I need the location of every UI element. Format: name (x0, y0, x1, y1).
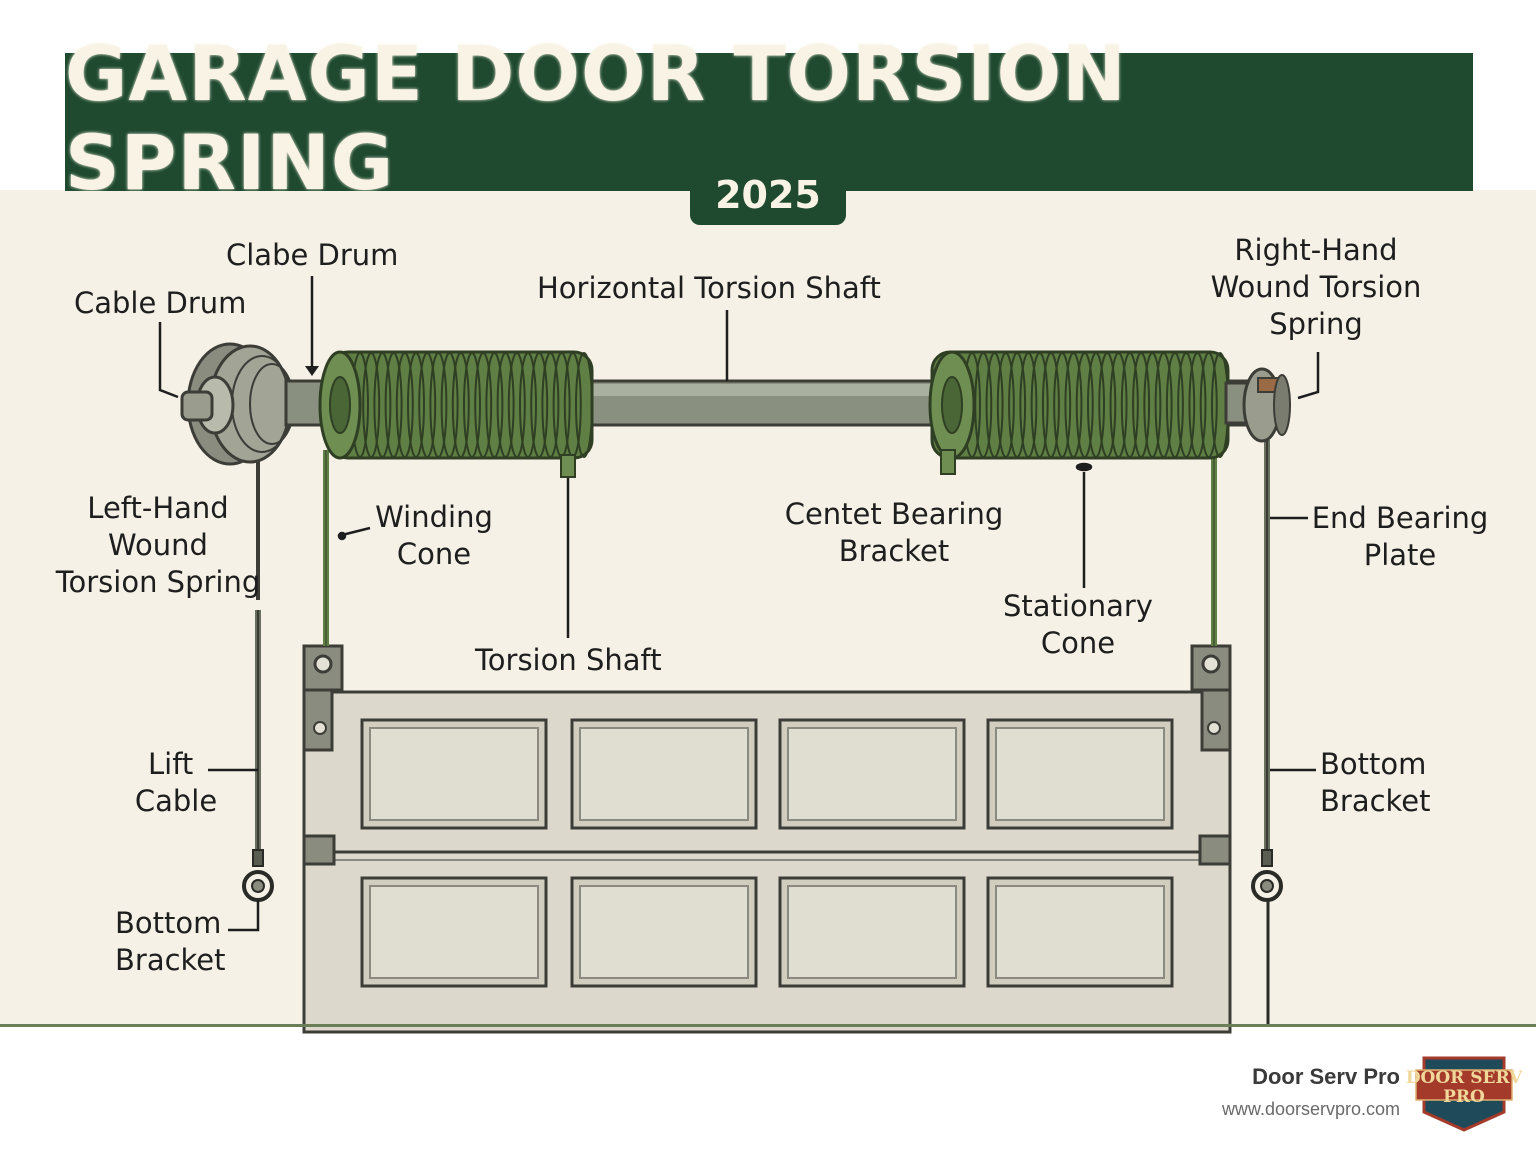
label-bottom-bracket-right: Bottom Bracket (1320, 747, 1431, 818)
right-torsion-spring (928, 350, 1230, 475)
door-panel (986, 718, 1174, 830)
label-right-hand-spring: Right-Hand Wound Torsion Spring (1210, 233, 1422, 341)
year-label: 2025 (715, 173, 821, 217)
label-center-bearing-bracket: Centet Bearing Bracket (784, 497, 1004, 568)
end-bearing-right (1224, 367, 1291, 443)
label-bottom-bracket-left: Bottom Bracket (115, 906, 226, 977)
outer-cables (242, 440, 1283, 1026)
door-panel (778, 718, 966, 830)
label-clabe-drum: Clabe Drum (226, 238, 399, 272)
title-banner: GARAGE DOOR TORSION SPRING (65, 29, 1473, 207)
leader-lines (158, 276, 1320, 932)
door-panel (778, 876, 966, 988)
label-horizontal-torsion-shaft: Horizontal Torsion Shaft (537, 271, 881, 305)
door-side-brackets (302, 644, 1232, 866)
door-panel (570, 876, 758, 988)
label-winding-cone: Winding Cone (375, 500, 493, 571)
door-panel (570, 718, 758, 830)
lift-cables (323, 450, 1217, 646)
footer-divider (0, 1024, 1536, 1027)
label-cable-drum: Cable Drum (74, 286, 247, 320)
label-torsion-shaft: Torsion Shaft (475, 643, 662, 677)
year-badge: 2025 (690, 165, 846, 225)
door-panel (360, 718, 548, 830)
left-torsion-spring (318, 350, 594, 478)
diagram-title: GARAGE DOOR TORSION SPRING (65, 29, 1127, 207)
door-panel (360, 876, 548, 988)
brand-url[interactable]: www.doorservpro.com (1221, 1099, 1400, 1119)
garage-door (302, 690, 1232, 1034)
label-end-bearing-plate: End Bearing Plate (1311, 501, 1489, 572)
brand-name: Door Serv Pro (1252, 1064, 1400, 1089)
label-left-hand-spring: Left-Hand Wound Torsion Spring (55, 491, 261, 599)
label-lift-cable: Lift Cable (134, 747, 218, 818)
door-panel (986, 876, 1174, 988)
label-stationary-cone: Stationary Cone (1003, 589, 1153, 660)
